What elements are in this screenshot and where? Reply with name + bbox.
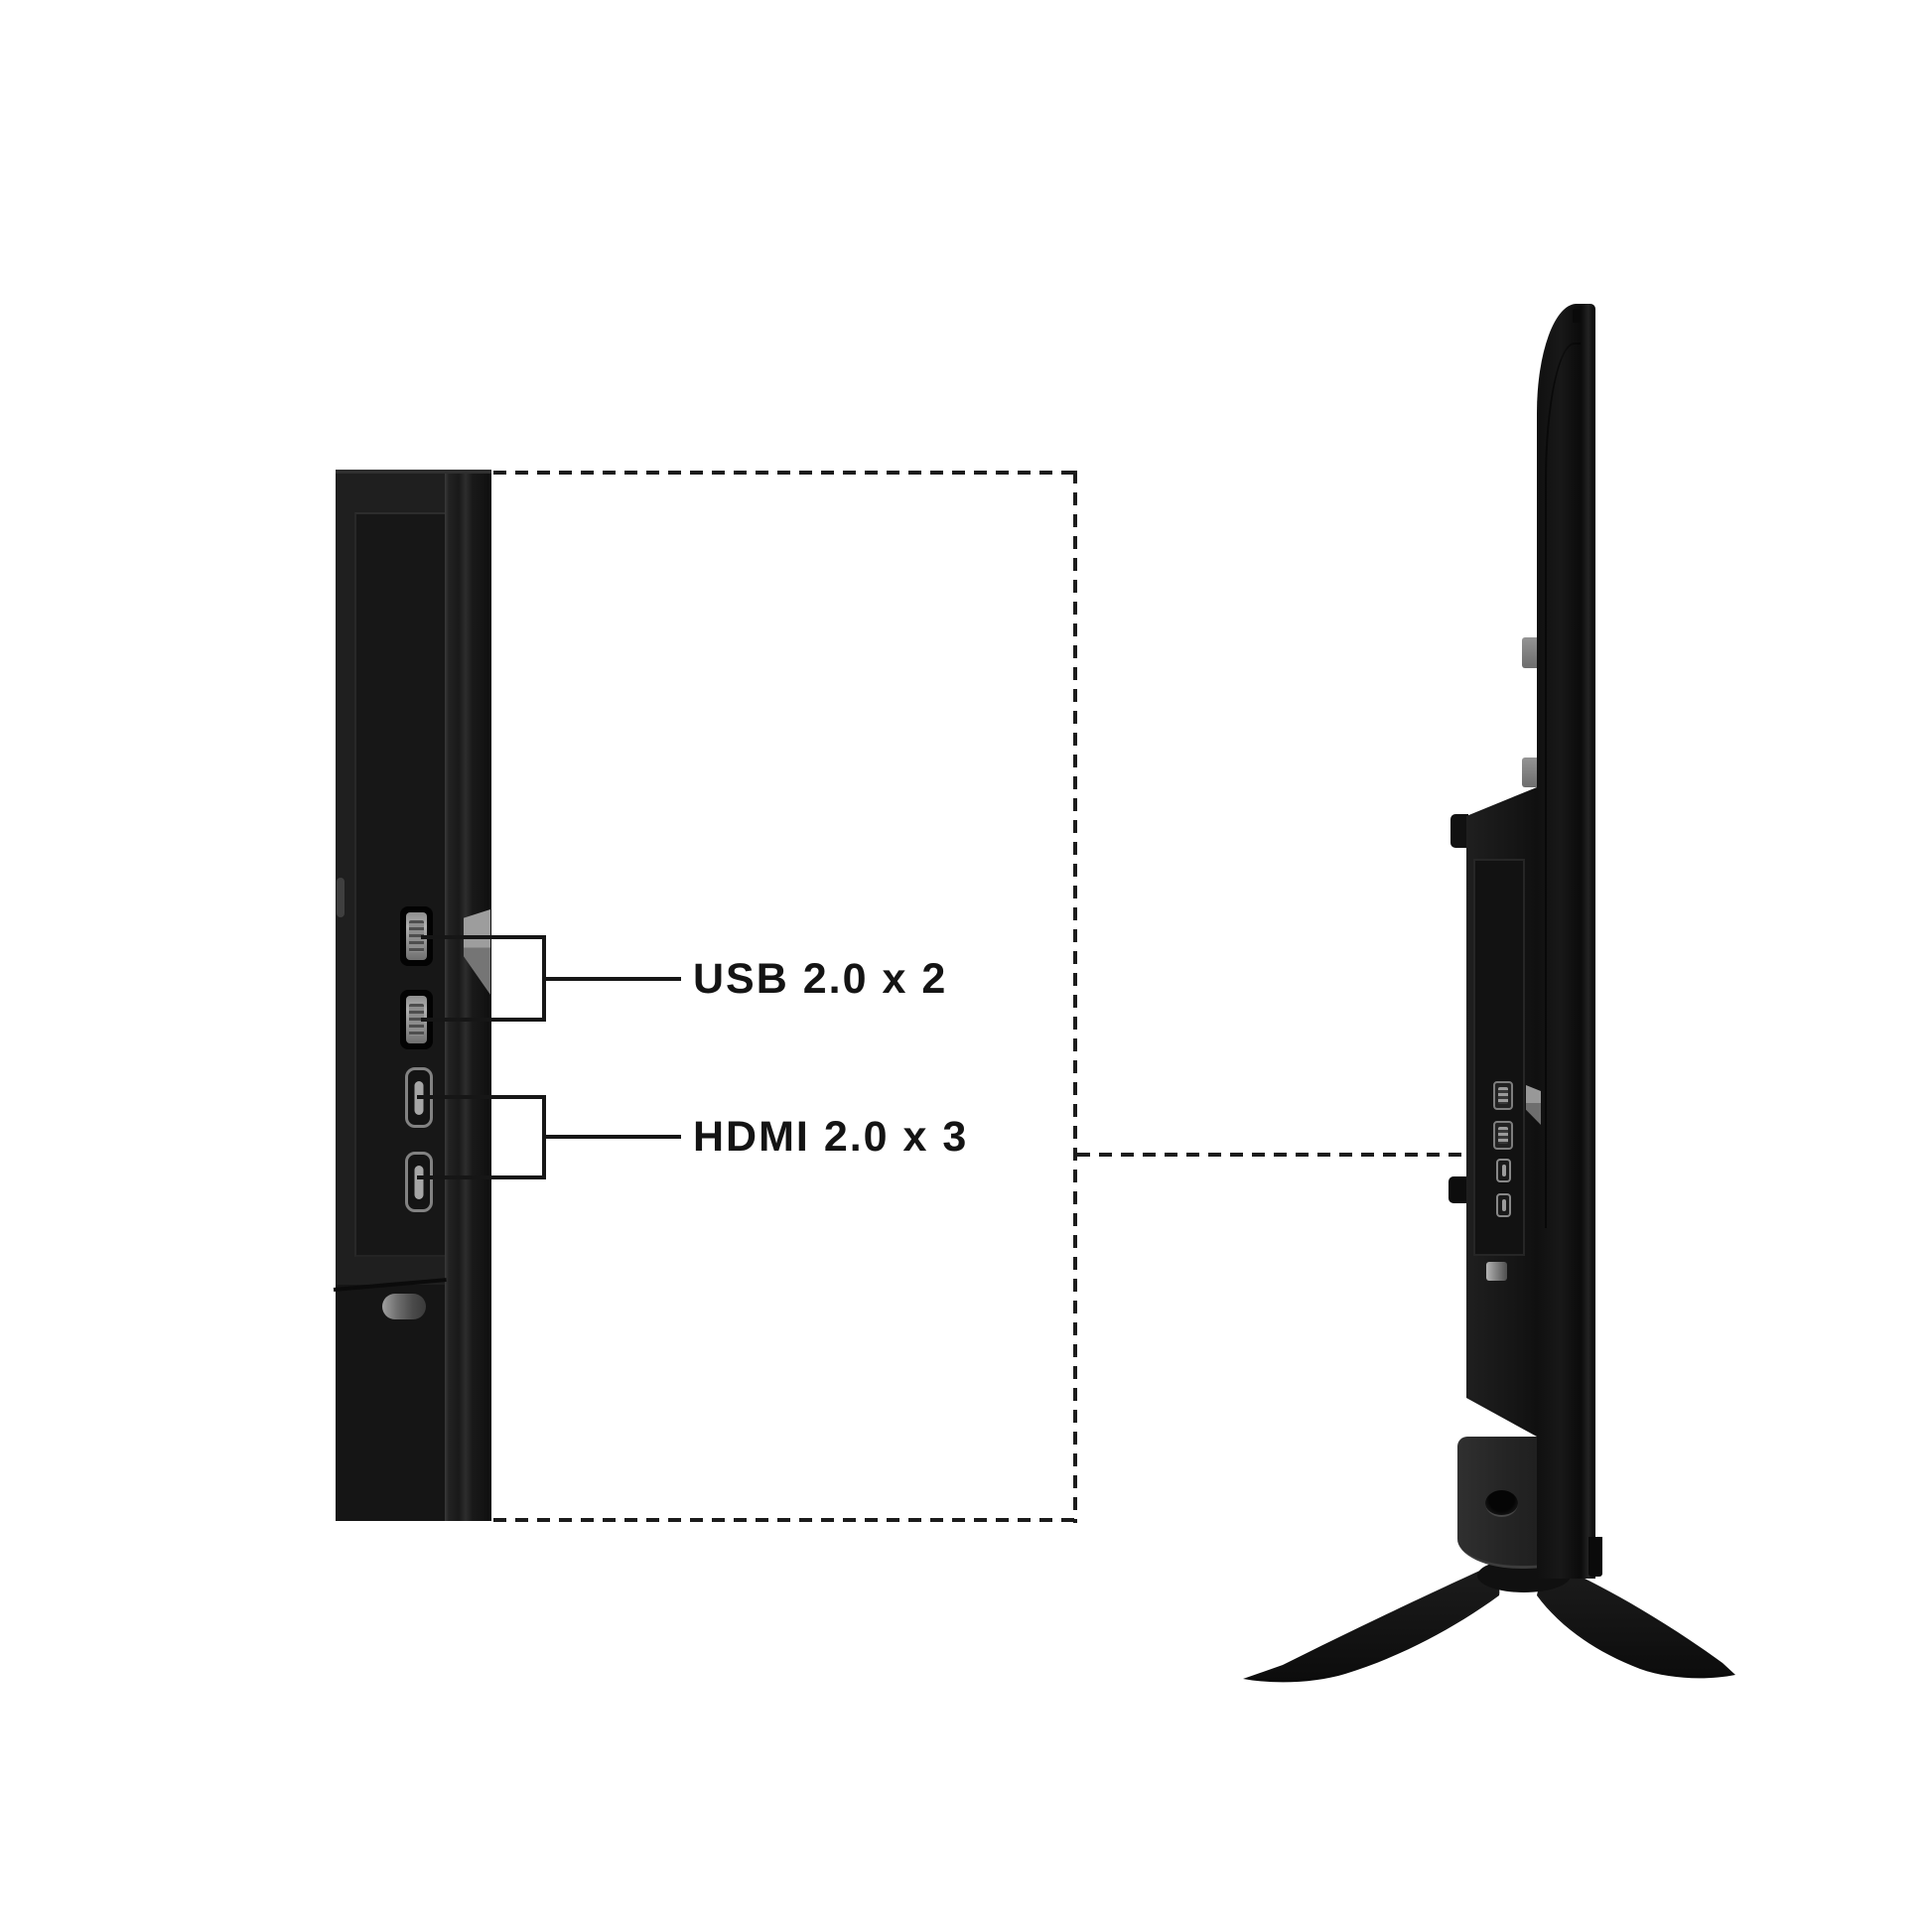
zoom-region-box-bottom [493,1518,1077,1522]
usb-callout-line-top [421,935,546,939]
closeup-power-button [337,878,345,917]
tv-hdmi-port-1 [1496,1159,1511,1182]
hdmi-port-tongue [1501,1165,1506,1176]
tv-bottom-corner-foot [1588,1537,1602,1577]
usb-port-pins [409,920,424,952]
tv-stand-leg-left [1243,1569,1500,1683]
closeup-panel-inset [354,512,445,1257]
usb-port-pins [1498,1087,1508,1104]
closeup-panel-side-face [445,472,491,1521]
tv-panel-top-notch [1573,309,1581,323]
zoom-region-box-top [493,471,1077,475]
tv-back-tab-upper [1522,637,1539,668]
tv-usb-port-1 [1493,1081,1513,1110]
tv-back-tab-lower [1522,758,1539,787]
hdmi-callout-leader [542,1135,681,1139]
usb-port-pins [1498,1127,1508,1144]
tv-usb-port-2 [1493,1121,1513,1150]
tv-connector-clip [1486,1262,1507,1281]
tv-hdmi-port-2 [1496,1193,1511,1217]
closeup-stand-peg [382,1294,426,1319]
tv-stand-leg-right [1537,1569,1735,1679]
zoom-connector-line [1077,1153,1486,1157]
closeup-panel-bottom-section [336,1285,445,1521]
hdmi-callout-line-top [417,1095,546,1099]
usb-port-pins [409,1004,424,1035]
usb-callout-line-bottom [421,1018,546,1022]
tv-port-recess [1473,859,1525,1256]
tv-box-peg-upper [1450,814,1468,848]
tv-panel-seam [1545,343,1581,1228]
zoom-region-box-right [1073,471,1077,1523]
closeup-panel-top-edge [336,470,491,474]
hdmi-port-tongue [1501,1199,1506,1211]
usb-callout-leader [542,977,681,981]
hdmi-callout-line-bottom [417,1175,546,1179]
hdmi-callout-label: HDMI 2.0 x 3 [693,1113,969,1161]
hdmi-port-2 [405,1152,433,1212]
tv-stand-screw-hole [1485,1490,1518,1517]
hdmi-port-tongue [414,1165,424,1199]
usb-callout-label: USB 2.0 x 2 [693,955,948,1003]
